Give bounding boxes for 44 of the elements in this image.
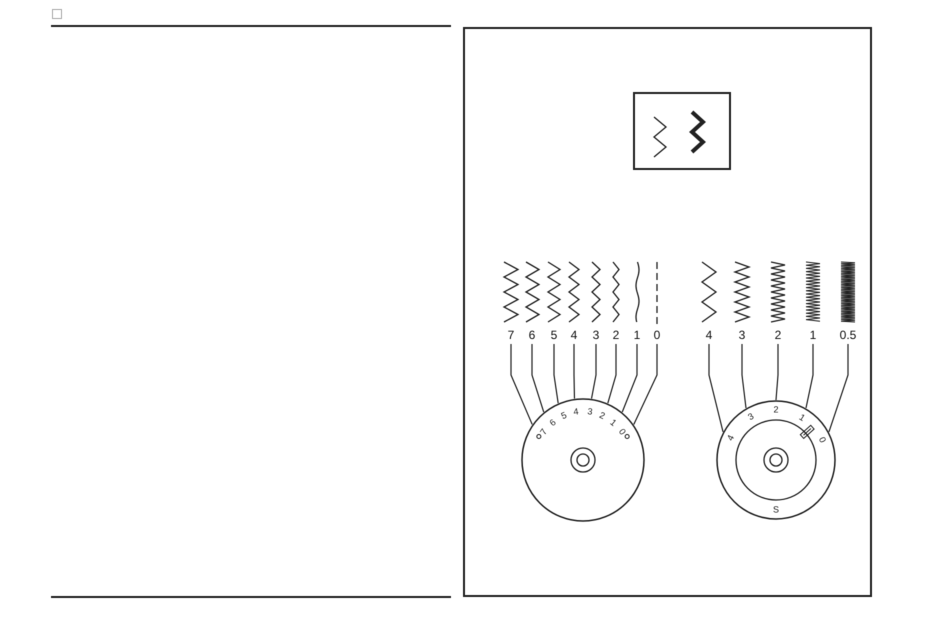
leader-line [510, 344, 533, 425]
dial-number: 7 [538, 428, 549, 438]
setting-number: 3 [738, 329, 746, 341]
dial-knob [521, 398, 645, 522]
setting-number: 4 [706, 329, 712, 341]
leader-line [633, 344, 658, 425]
leader-line [607, 344, 617, 404]
leader-line [622, 344, 638, 412]
leader-line [828, 344, 849, 432]
leader-line [775, 344, 779, 400]
dial-number: S [773, 506, 779, 514]
dial-number: 3 [586, 408, 593, 418]
dial-number: 4 [573, 408, 580, 418]
setting-number: 1 [634, 329, 640, 341]
leader-line [553, 344, 559, 404]
setting-number: 7 [508, 329, 514, 341]
setting-number: 0.5 [840, 329, 856, 341]
setting-number: 3 [592, 329, 600, 341]
panel-frame [463, 27, 872, 597]
leader-line [741, 344, 747, 408]
leader-line [531, 344, 544, 412]
leader-line [573, 344, 576, 399]
dial-number: 6 [548, 418, 558, 428]
setting-number: 2 [612, 329, 620, 341]
inset-box [633, 92, 731, 170]
dial-number: 2 [774, 406, 778, 414]
leader-line [590, 344, 597, 399]
dial-number: 0 [816, 436, 827, 444]
dial-number: 1 [798, 412, 807, 423]
leader-line [708, 344, 724, 432]
dial-number: 5 [560, 410, 568, 422]
dial-number: 0 [617, 428, 628, 438]
setting-number: 6 [528, 329, 536, 341]
setting-number: 0 [654, 329, 660, 341]
dial-number: 1 [608, 418, 618, 428]
setting-number: 5 [550, 329, 558, 341]
setting-number: 1 [810, 329, 816, 341]
leader-line [805, 344, 814, 408]
setting-number: 2 [774, 329, 782, 341]
dial-number: 2 [598, 410, 606, 422]
setting-number: 4 [570, 329, 578, 341]
dial-knob [716, 400, 836, 520]
dial-number: 4 [726, 434, 736, 442]
dial-number: 3 [746, 412, 756, 422]
